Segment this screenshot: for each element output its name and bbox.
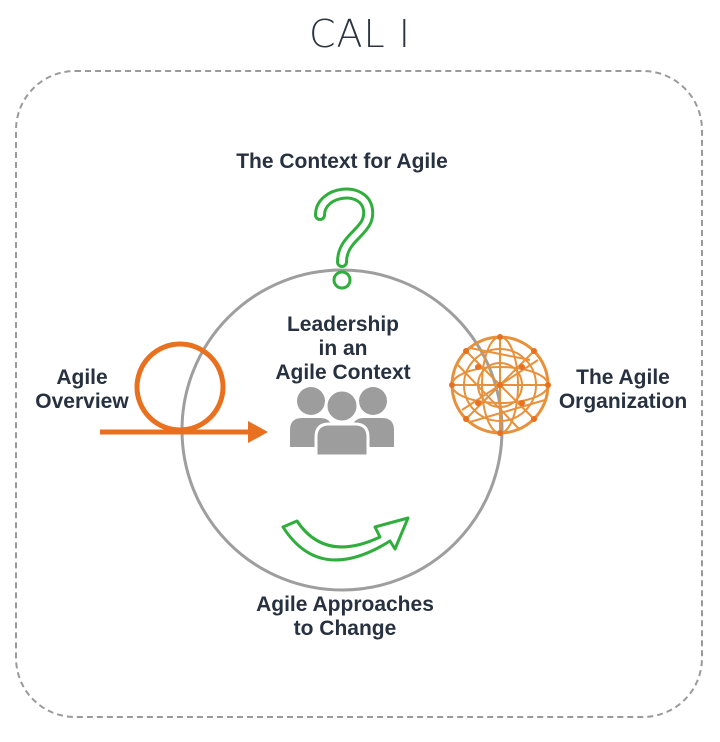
label-leadership: Leadership in an Agile Context (248, 313, 438, 385)
loop-arrow-icon (100, 341, 268, 443)
label-approaches-line-1: Agile Approaches (256, 593, 434, 616)
label-agile-overview: Agile Overview (22, 366, 142, 414)
diagram-title: CAL I (309, 12, 411, 56)
curved-arrow-icon (281, 516, 410, 562)
label-agile-organization: The Agile Organization (548, 366, 698, 414)
label-agile-approaches: Agile Approaches to Change (228, 593, 462, 641)
label-leadership-line-2: in an (318, 337, 368, 360)
people-icon (290, 387, 394, 458)
label-context-for-agile: The Context for Agile (236, 150, 448, 173)
network-sphere-icon (449, 334, 551, 436)
label-organization-line-1: The Agile (576, 366, 670, 389)
label-leadership-line-3: Agile Context (275, 361, 411, 384)
question-mark-icon (314, 187, 375, 290)
label-organization-line-2: Organization (558, 390, 688, 413)
label-overview-line-2: Overview (35, 390, 129, 413)
label-overview-line-1: Agile (56, 366, 108, 389)
dashed-frame (15, 70, 703, 718)
label-leadership-line-1: Leadership (286, 313, 400, 336)
label-approaches-line-2: to Change (293, 617, 397, 640)
